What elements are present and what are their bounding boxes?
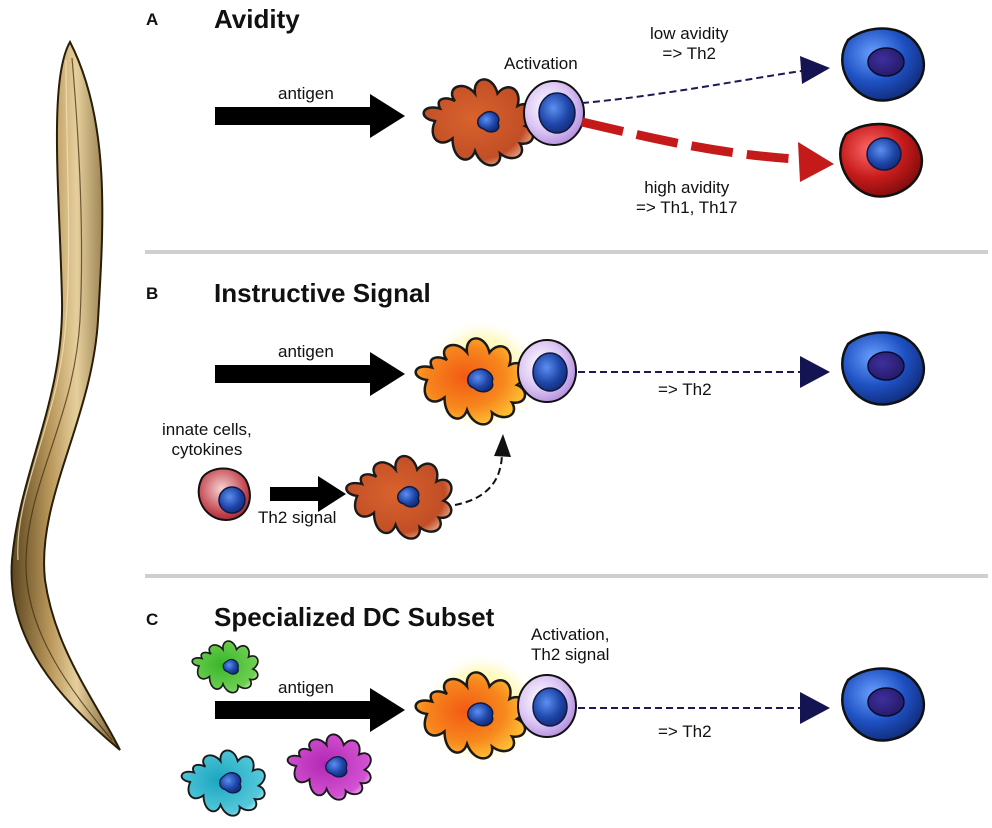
- high-avidity-arrowhead: [798, 142, 834, 182]
- activation-line1: Activation,: [531, 625, 610, 644]
- innate-line1: innate cells,: [162, 420, 252, 439]
- low-avidity-line1: low avidity: [650, 24, 729, 43]
- th2-signal-arrow: [270, 476, 346, 512]
- th2-cell: [841, 27, 926, 102]
- panel-a-antigen-label: antigen: [278, 84, 334, 103]
- high-avidity-label: high avidity => Th1, Th17: [636, 178, 737, 218]
- panel-c: [180, 640, 926, 817]
- divider-a-b: [145, 250, 988, 254]
- low-avidity-arrowhead: [800, 56, 830, 84]
- panel-a-letter: A: [146, 10, 159, 29]
- panel-a-activation-label: Activation: [504, 54, 578, 73]
- dc-subset-magenta: [286, 733, 372, 801]
- low-avidity-line: [581, 69, 809, 104]
- th2-path-arrowhead: [800, 692, 830, 724]
- panel-b-outcome-label: => Th2: [658, 380, 712, 399]
- panel-b-antigen-label: antigen: [278, 342, 334, 361]
- panel-a: [215, 27, 926, 198]
- t-cell: [517, 339, 577, 403]
- th2-cell: [841, 667, 926, 742]
- high-avidity-line: [580, 117, 811, 165]
- dendritic-cell: [345, 454, 453, 540]
- divider-b-c: [145, 574, 988, 578]
- activated-dendritic-cell: [414, 671, 527, 760]
- dendritic-cell: [422, 78, 535, 167]
- th2-cell: [841, 331, 926, 406]
- activated-dendritic-cell: [414, 337, 527, 426]
- high-avidity-line2: => Th1, Th17: [636, 198, 738, 217]
- innate-cells-label: innate cells, cytokines: [162, 420, 252, 460]
- dc-subset-green: [191, 640, 259, 694]
- th2-signal-label: Th2 signal: [258, 508, 337, 527]
- panel-c-letter: C: [146, 610, 159, 629]
- panel-b: [197, 318, 926, 540]
- th1-th17-cell: [839, 122, 924, 198]
- innate-line2: cytokines: [171, 440, 243, 459]
- innate-cell: [197, 467, 251, 522]
- t-cell: [517, 674, 577, 738]
- worm-illustration: [10, 39, 121, 751]
- panel-b-title: Instructive Signal: [214, 278, 431, 308]
- migration-arrow: [454, 451, 503, 506]
- panel-c-activation-label: Activation, Th2 signal: [531, 625, 609, 665]
- dc-subset-cyan: [180, 749, 266, 817]
- panel-a-title: Avidity: [214, 4, 300, 34]
- high-avidity-line1: high avidity: [644, 178, 730, 197]
- panel-c-outcome-label: => Th2: [658, 722, 712, 741]
- th2-path-arrowhead: [800, 356, 830, 388]
- t-cell: [523, 80, 585, 146]
- activation-line2: Th2 signal: [531, 645, 610, 664]
- low-avidity-line2: => Th2: [662, 44, 716, 63]
- antigen-arrow: [215, 688, 405, 732]
- panel-b-letter: B: [146, 284, 159, 303]
- migration-arrowhead: [494, 434, 511, 457]
- panel-c-title: Specialized DC Subset: [214, 602, 495, 632]
- antigen-arrow: [215, 352, 405, 396]
- low-avidity-label: low avidity => Th2: [650, 24, 728, 64]
- antigen-arrow: [215, 94, 405, 138]
- panel-c-antigen-label: antigen: [278, 678, 334, 697]
